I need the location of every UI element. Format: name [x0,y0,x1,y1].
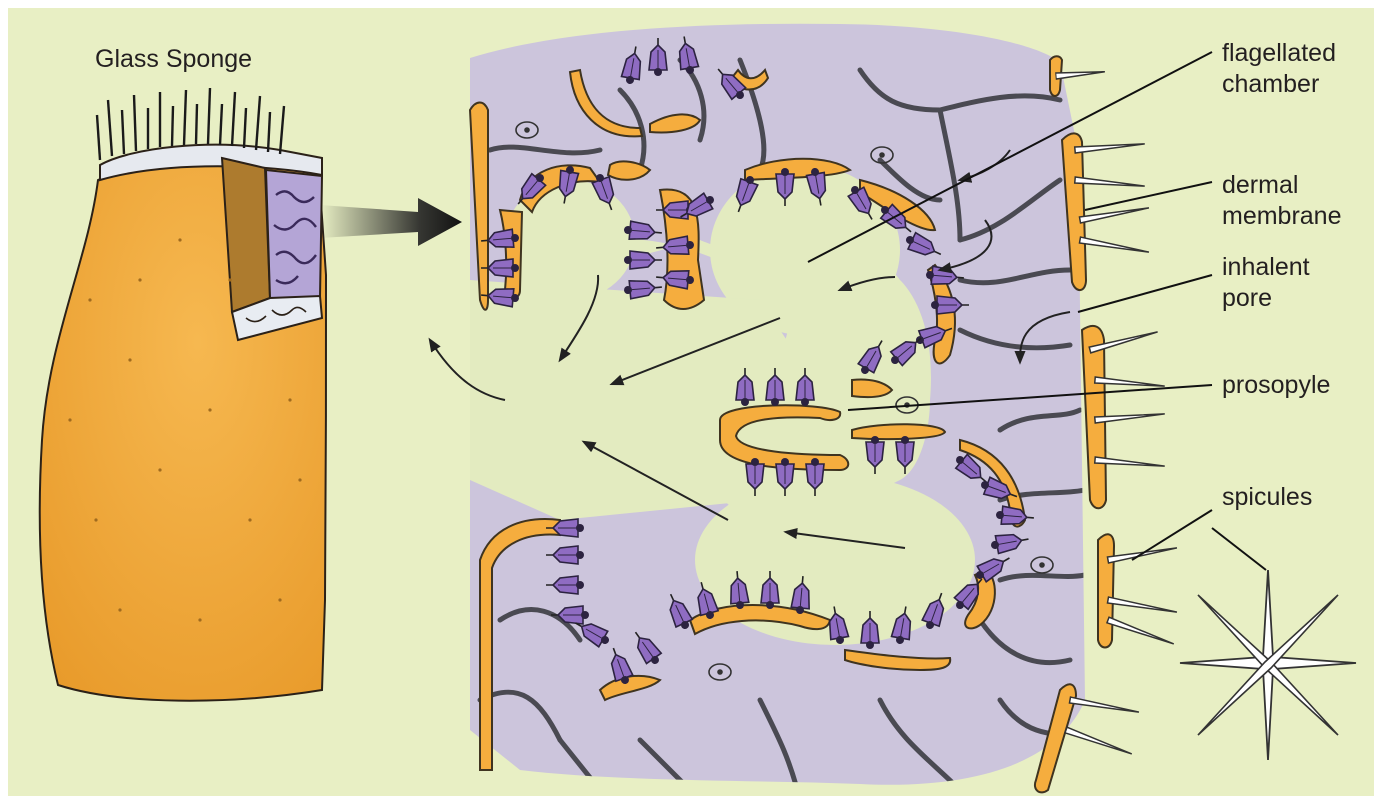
label-pore-line2: pore [1222,283,1310,314]
label-dermal-membrane: dermal membrane [1222,170,1342,232]
label-flagellated-line1: flagellated [1222,38,1336,69]
label-chamber-line2: chamber [1222,69,1336,100]
label-membrane-line2: membrane [1222,201,1342,232]
label-dermal-line1: dermal [1222,170,1342,201]
label-inhalent-line1: inhalent [1222,252,1310,283]
label-prosopyle: prosopyle [1222,370,1330,401]
label-flagellated-chamber: flagellated chamber [1222,38,1336,100]
label-inhalent-pore: inhalent pore [1222,252,1310,314]
figure-title: Glass Sponge [95,44,252,75]
tissue-section [430,24,1177,800]
label-spicules: spicules [1222,482,1312,513]
